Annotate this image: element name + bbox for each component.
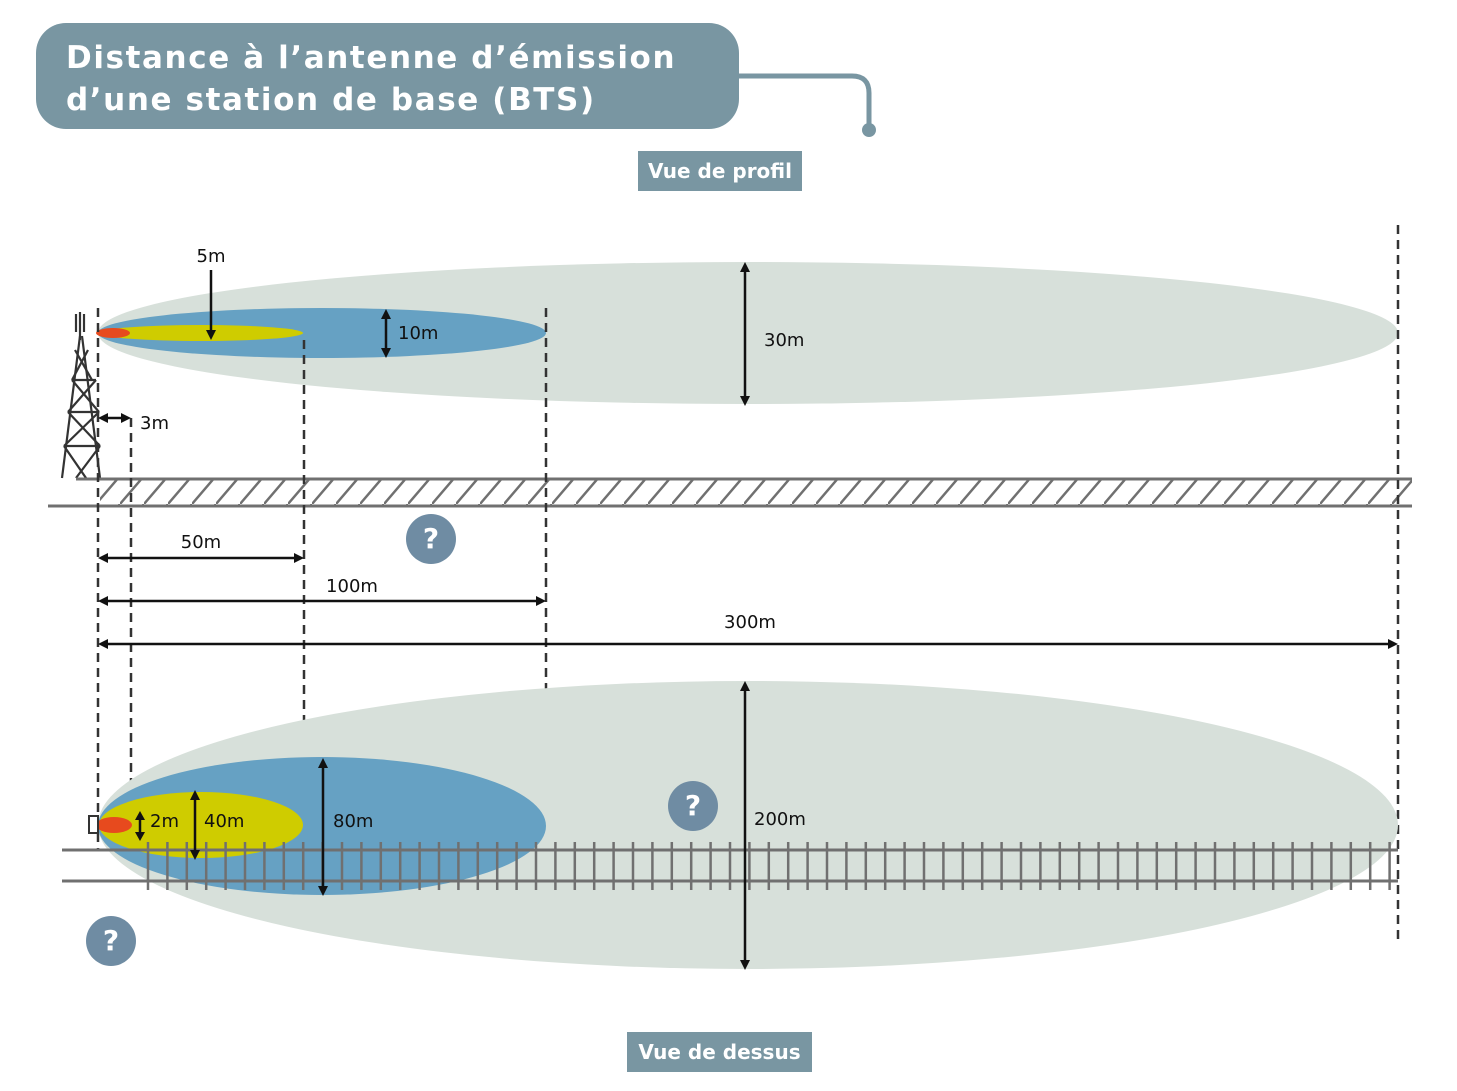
top-zone-yellow [99, 792, 303, 858]
arrow-top-grey [740, 681, 750, 970]
top-view-label: Vue de dessus [627, 1032, 812, 1072]
title-line-1: Distance à l’antenne d’émission [66, 40, 677, 76]
antenna-tower-icon [60, 312, 102, 479]
title-banner: Distance à l’antenne d’émission d’une st… [36, 23, 739, 129]
profile-zone-red [96, 328, 130, 338]
title-connector [739, 73, 872, 128]
arrow-profile-grey [740, 262, 750, 406]
arrow-profile-blue [381, 309, 391, 358]
label-distance-100: 100m [326, 576, 378, 597]
title-connector-dot [862, 123, 876, 137]
label-profile-yellow: 5m [197, 246, 226, 267]
title-line-2: d’une station de base (BTS) [66, 82, 596, 118]
profile-zone-grey [98, 262, 1398, 404]
label-distance-50: 50m [181, 532, 221, 553]
help-icon-top-zone[interactable]: ? [668, 781, 718, 831]
top-zone-grey [98, 681, 1398, 969]
label-profile-grey: 30m [764, 330, 804, 351]
arrow-profile-yellow [206, 270, 216, 340]
help-icon-antenna[interactable]: ? [86, 916, 136, 966]
label-profile-blue: 10m [398, 323, 438, 344]
antenna-top-icon [88, 815, 99, 834]
top-zone-red [96, 817, 132, 833]
arrow-distance-50 [98, 553, 304, 563]
arrow-top-yellow [190, 790, 200, 860]
arrow-distance-300 [98, 639, 1398, 649]
label-top-red: 2m [150, 811, 179, 832]
label-distance-300: 300m [724, 612, 776, 633]
profile-zone-yellow [99, 325, 303, 341]
help-icon-profile[interactable]: ? [406, 514, 456, 564]
profile-view-label: Vue de profil [638, 151, 802, 191]
label-top-blue: 80m [333, 811, 373, 832]
arrow-distance-100 [98, 596, 546, 606]
arrow-top-blue [318, 758, 328, 896]
label-top-grey: 200m [754, 809, 806, 830]
arrow-profile-offset [98, 413, 131, 423]
label-profile-offset: 3m [140, 413, 169, 434]
arrow-top-red [135, 811, 145, 841]
label-top-yellow: 40m [204, 811, 244, 832]
ground-hatch [100, 480, 1412, 506]
